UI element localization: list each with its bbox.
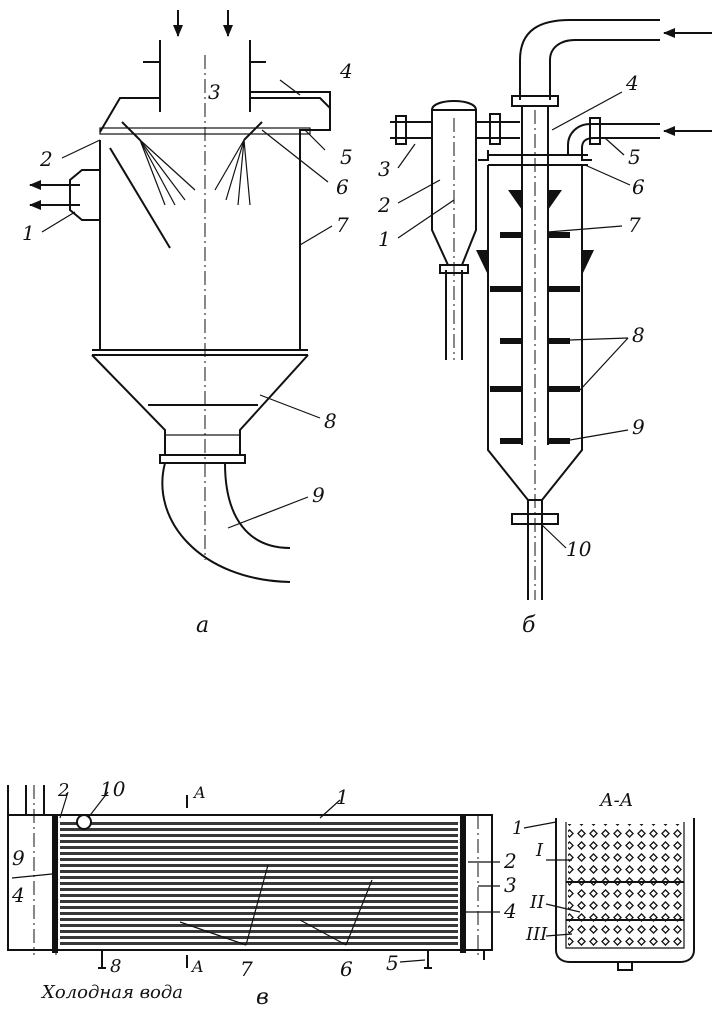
label-4: 4 <box>339 59 353 83</box>
cone <box>91 354 309 455</box>
perforated-plates <box>568 824 682 946</box>
section-a-a: А-А 1 I II III <box>512 790 695 971</box>
caption-c: в <box>256 985 269 1010</box>
caption-b: б <box>522 613 536 638</box>
flange <box>511 513 559 525</box>
section-drain <box>617 962 633 971</box>
label-2-right: 2 <box>503 849 517 873</box>
flange <box>159 454 246 464</box>
support-bracket <box>476 250 488 275</box>
label-4-left: 4 <box>11 883 25 907</box>
tube-bundle <box>60 822 458 946</box>
valve-10 <box>76 814 92 830</box>
flange <box>489 113 501 145</box>
nozzle <box>121 121 263 141</box>
cold-water-label: Холодная вода <box>40 982 183 1003</box>
trough-body <box>7 814 493 951</box>
water-inlet-pipe <box>567 123 660 155</box>
label-7: 7 <box>336 213 349 237</box>
figure-c: 2 10 1 9 4 2 3 4 7 6 5 8 A A Холодная во… <box>7 777 517 1010</box>
label-10: 10 <box>566 537 592 561</box>
tube-ends <box>52 821 466 941</box>
label-1: 1 <box>378 227 391 251</box>
label-4-right: 4 <box>503 899 517 923</box>
tube-sheet <box>52 815 58 953</box>
label-9: 9 <box>632 415 645 439</box>
baffle <box>109 147 171 249</box>
tube-sheet <box>460 815 466 953</box>
separator-drain <box>445 270 463 360</box>
label-2: 2 <box>377 193 391 217</box>
inlet-pipe <box>143 40 266 112</box>
gas-inlet-pipe <box>519 19 660 100</box>
gas-outlet <box>69 169 100 221</box>
cone-deflector <box>508 190 562 210</box>
label-II: II <box>529 892 545 913</box>
label-4: 4 <box>625 71 639 95</box>
connecting-pipe <box>476 121 520 139</box>
bottom-outlet <box>527 500 543 600</box>
label-3: 3 <box>208 80 221 104</box>
label-9: 9 <box>312 483 325 507</box>
figure-a: 3 2 1 4 5 6 7 8 9 а <box>22 10 353 638</box>
label-1: 1 <box>22 221 35 245</box>
label-3: 3 <box>504 873 517 897</box>
label-8: 8 <box>632 323 645 347</box>
label-7: 7 <box>240 957 253 981</box>
label-6: 6 <box>336 175 349 199</box>
label-5: 5 <box>340 145 353 169</box>
flange <box>589 117 601 145</box>
label-5: 5 <box>386 951 399 975</box>
label-6: 6 <box>632 175 645 199</box>
section-mark-bottom: A <box>190 957 204 976</box>
spray-fan <box>139 139 251 206</box>
section-title: А-А <box>598 790 633 811</box>
section-outer <box>555 818 695 963</box>
label-1: 1 <box>512 818 523 839</box>
label-9: 9 <box>12 846 25 870</box>
disks <box>490 232 580 444</box>
cylinder-shell <box>92 140 308 356</box>
label-6: 6 <box>340 957 353 981</box>
main-body <box>487 154 588 501</box>
label-1: 1 <box>336 785 349 809</box>
label-III: III <box>525 924 548 945</box>
flange <box>511 95 559 107</box>
label-8: 8 <box>110 956 121 977</box>
label-7: 7 <box>628 213 641 237</box>
leader-lines <box>41 79 333 529</box>
water-level <box>99 127 311 135</box>
label-I: I <box>535 840 544 861</box>
figure-b: 3 2 1 4 5 6 7 8 9 10 б <box>377 19 712 638</box>
leader-lines <box>11 791 500 963</box>
label-2-left: 2 <box>57 780 69 801</box>
section-mark-top: A <box>192 783 206 802</box>
label-2: 2 <box>39 147 53 171</box>
drain-elbow <box>161 462 291 583</box>
label-8: 8 <box>324 409 337 433</box>
left-chamber-pipes <box>7 785 45 815</box>
water-inlet-pipe <box>250 91 331 122</box>
section-inner <box>565 822 685 949</box>
manifold-outline <box>99 97 331 145</box>
central-tube <box>521 106 549 445</box>
sludge-level <box>164 434 241 456</box>
label-3: 3 <box>378 157 391 181</box>
leader-lines <box>397 91 631 549</box>
label-5: 5 <box>628 145 641 169</box>
support-bracket <box>582 250 594 275</box>
caption-a: а <box>196 613 209 638</box>
separator-cap <box>431 100 477 111</box>
leader-lines <box>523 821 581 937</box>
label-10: 10 <box>100 777 126 801</box>
flange <box>439 264 469 274</box>
nozzles <box>98 950 485 969</box>
flange <box>395 115 407 145</box>
